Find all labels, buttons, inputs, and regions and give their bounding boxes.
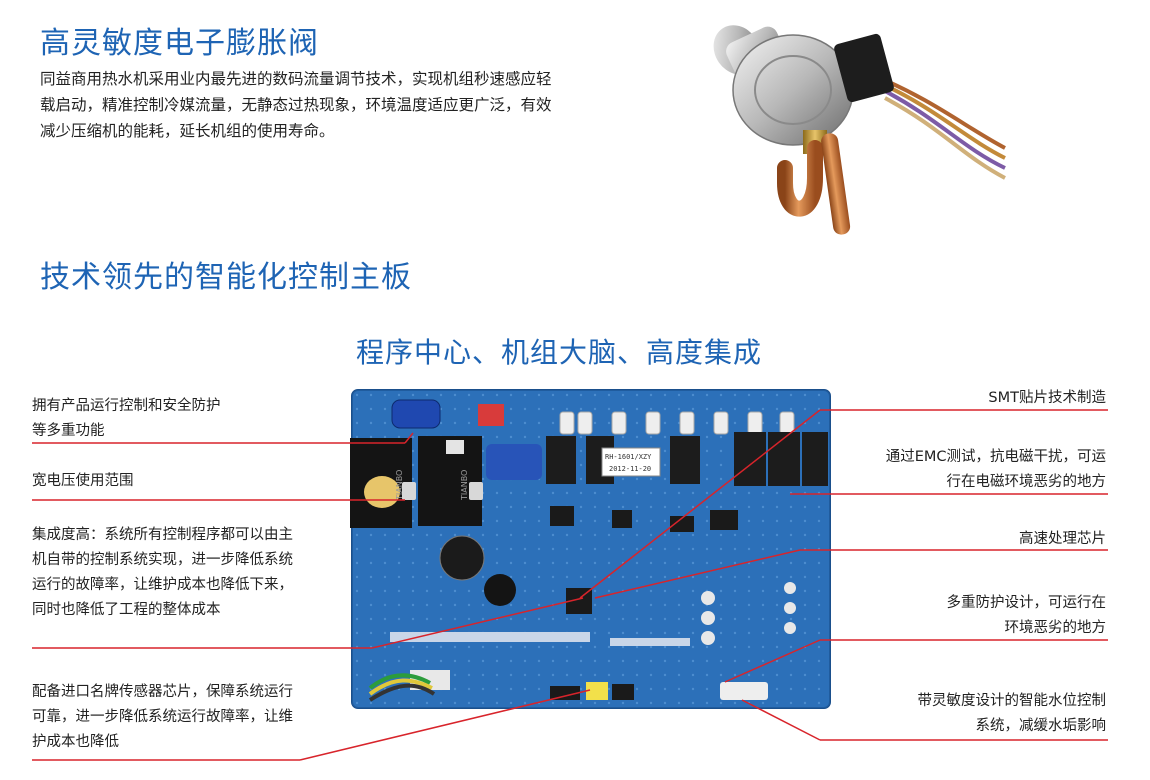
valve-description: 同益商用热水机采用业内最先进的数码流量调节技术，实现机组秒速感应轻载启动，精准控… [40, 70, 552, 140]
callout-left-4: 配备进口名牌传感器芯片，保障系统运行可靠，进一步降低系统运行故障率，让维护成本也… [32, 684, 293, 750]
relay-brand-1: TIANBO [395, 470, 404, 501]
callout-right-1: SMT贴片技术制造 [988, 390, 1106, 406]
callout-left-1: 拥有产品运行控制和安全防护等多重功能 [32, 398, 221, 439]
callout-left-2: 宽电压使用范围 [32, 473, 134, 489]
board-subtitle: 程序中心、机组大脑、高度集成 [356, 336, 763, 369]
valve-section-title: 高灵敏度电子膨胀阀 [40, 26, 319, 61]
expansion-valve-image [713, 25, 1006, 235]
callout-right-4: 多重防护设计，可运行在环境恶劣的地方 [946, 595, 1107, 636]
sticker-model: RH-1601/XZY [605, 453, 652, 461]
relay-brand-2: TIANBO [460, 470, 469, 501]
callout-right-2: 通过EMC测试，抗电磁干扰，可运行在电磁环境恶劣的地方 [885, 449, 1106, 490]
callout-left-3: 集成度高：系统所有控制程序都可以由主机自带的控制系统实现，进一步降低系统运行的故… [32, 527, 293, 618]
board-section-title: 技术领先的智能化控制主板 [40, 260, 412, 295]
control-board-image: TIANBO TIANBO RH-1601/XZY 2012-11-20 [350, 389, 831, 709]
callout-right-5: 带灵敏度设计的智能水位控制系统，减缓水垢影响 [917, 693, 1107, 734]
callout-right-3: 高速处理芯片 [1019, 531, 1106, 547]
sticker-date: 2012-11-20 [609, 465, 651, 473]
